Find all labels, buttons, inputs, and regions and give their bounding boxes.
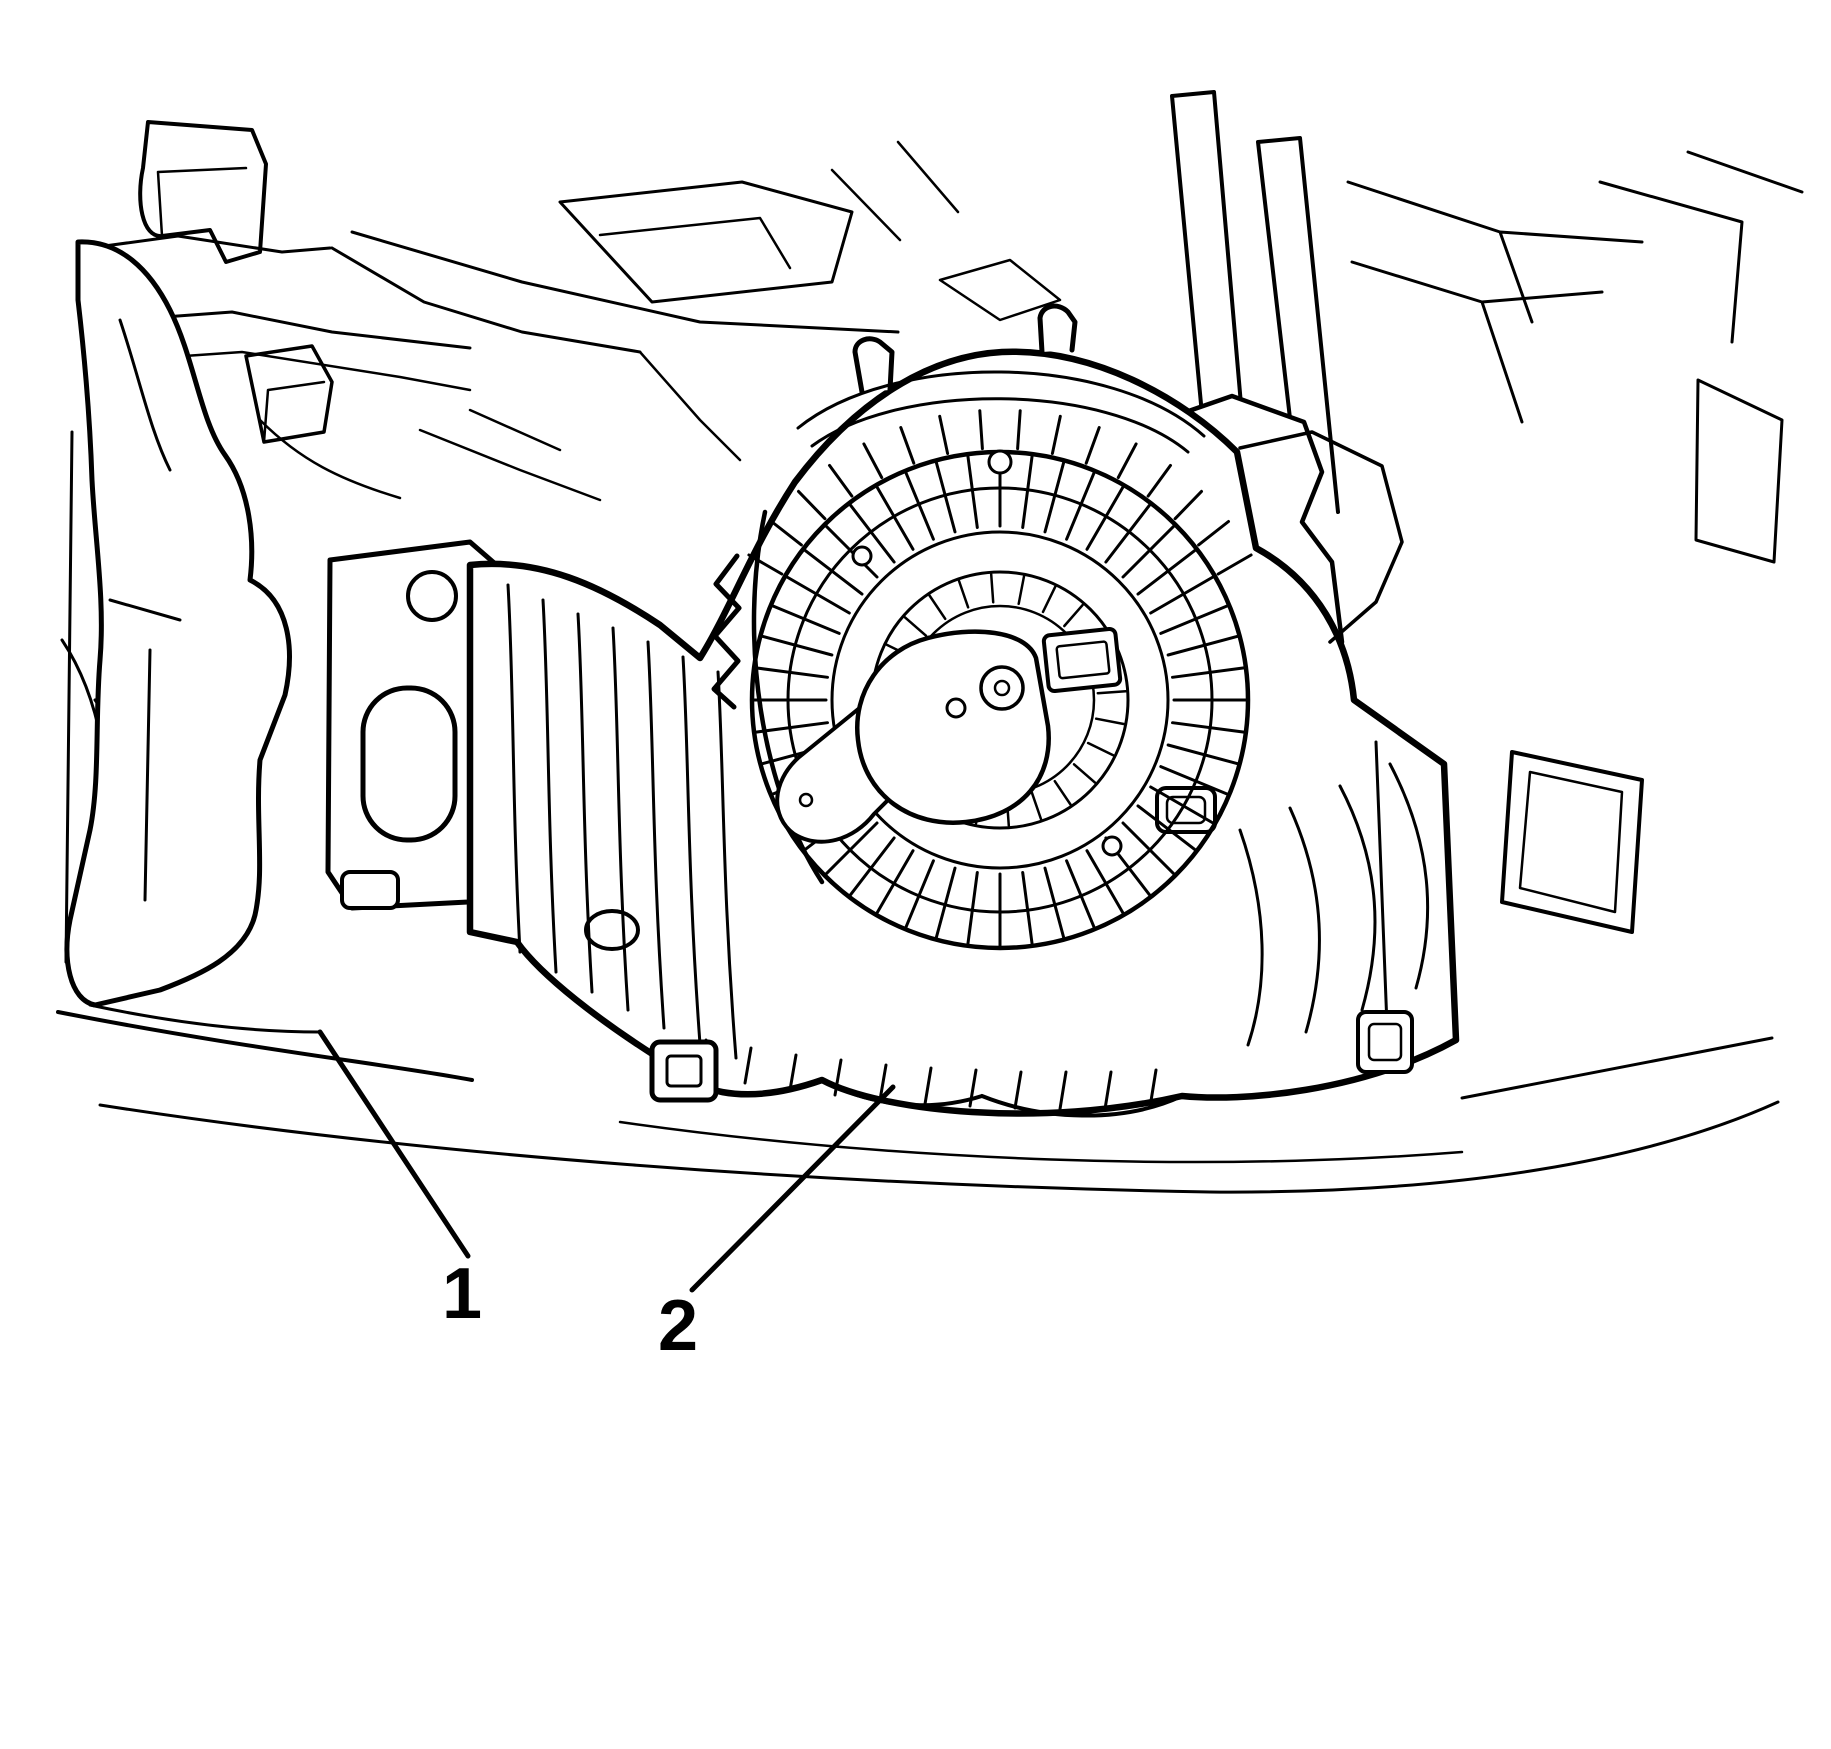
plate-oval-slot [360, 685, 458, 843]
blower-gills [747, 409, 1253, 576]
hub-bracket [854, 629, 1051, 825]
mount-boss-left [851, 545, 873, 567]
callout-leader-1 [317, 1029, 471, 1259]
callout-label-2: 2 [658, 1286, 698, 1366]
right-ribs [1238, 762, 1430, 1047]
hub-screw [945, 697, 967, 719]
plate-hole [406, 570, 458, 622]
left-pillar-bracket [64, 239, 292, 1008]
mount-boss-bottom [1101, 835, 1123, 857]
callouts: 1 2 [317, 1029, 896, 1366]
housing-foot [649, 1039, 719, 1103]
blower-motor [747, 409, 1253, 951]
motor-connector [1041, 626, 1123, 694]
duct-ribs [506, 583, 738, 1060]
mount-boss-top [987, 449, 1013, 475]
accordion-seal [711, 553, 742, 710]
callout-label-1: 1 [442, 1254, 482, 1334]
callout-leader-2 [689, 1084, 896, 1293]
mounting-plate [325, 539, 508, 911]
hub-center [979, 665, 1025, 711]
